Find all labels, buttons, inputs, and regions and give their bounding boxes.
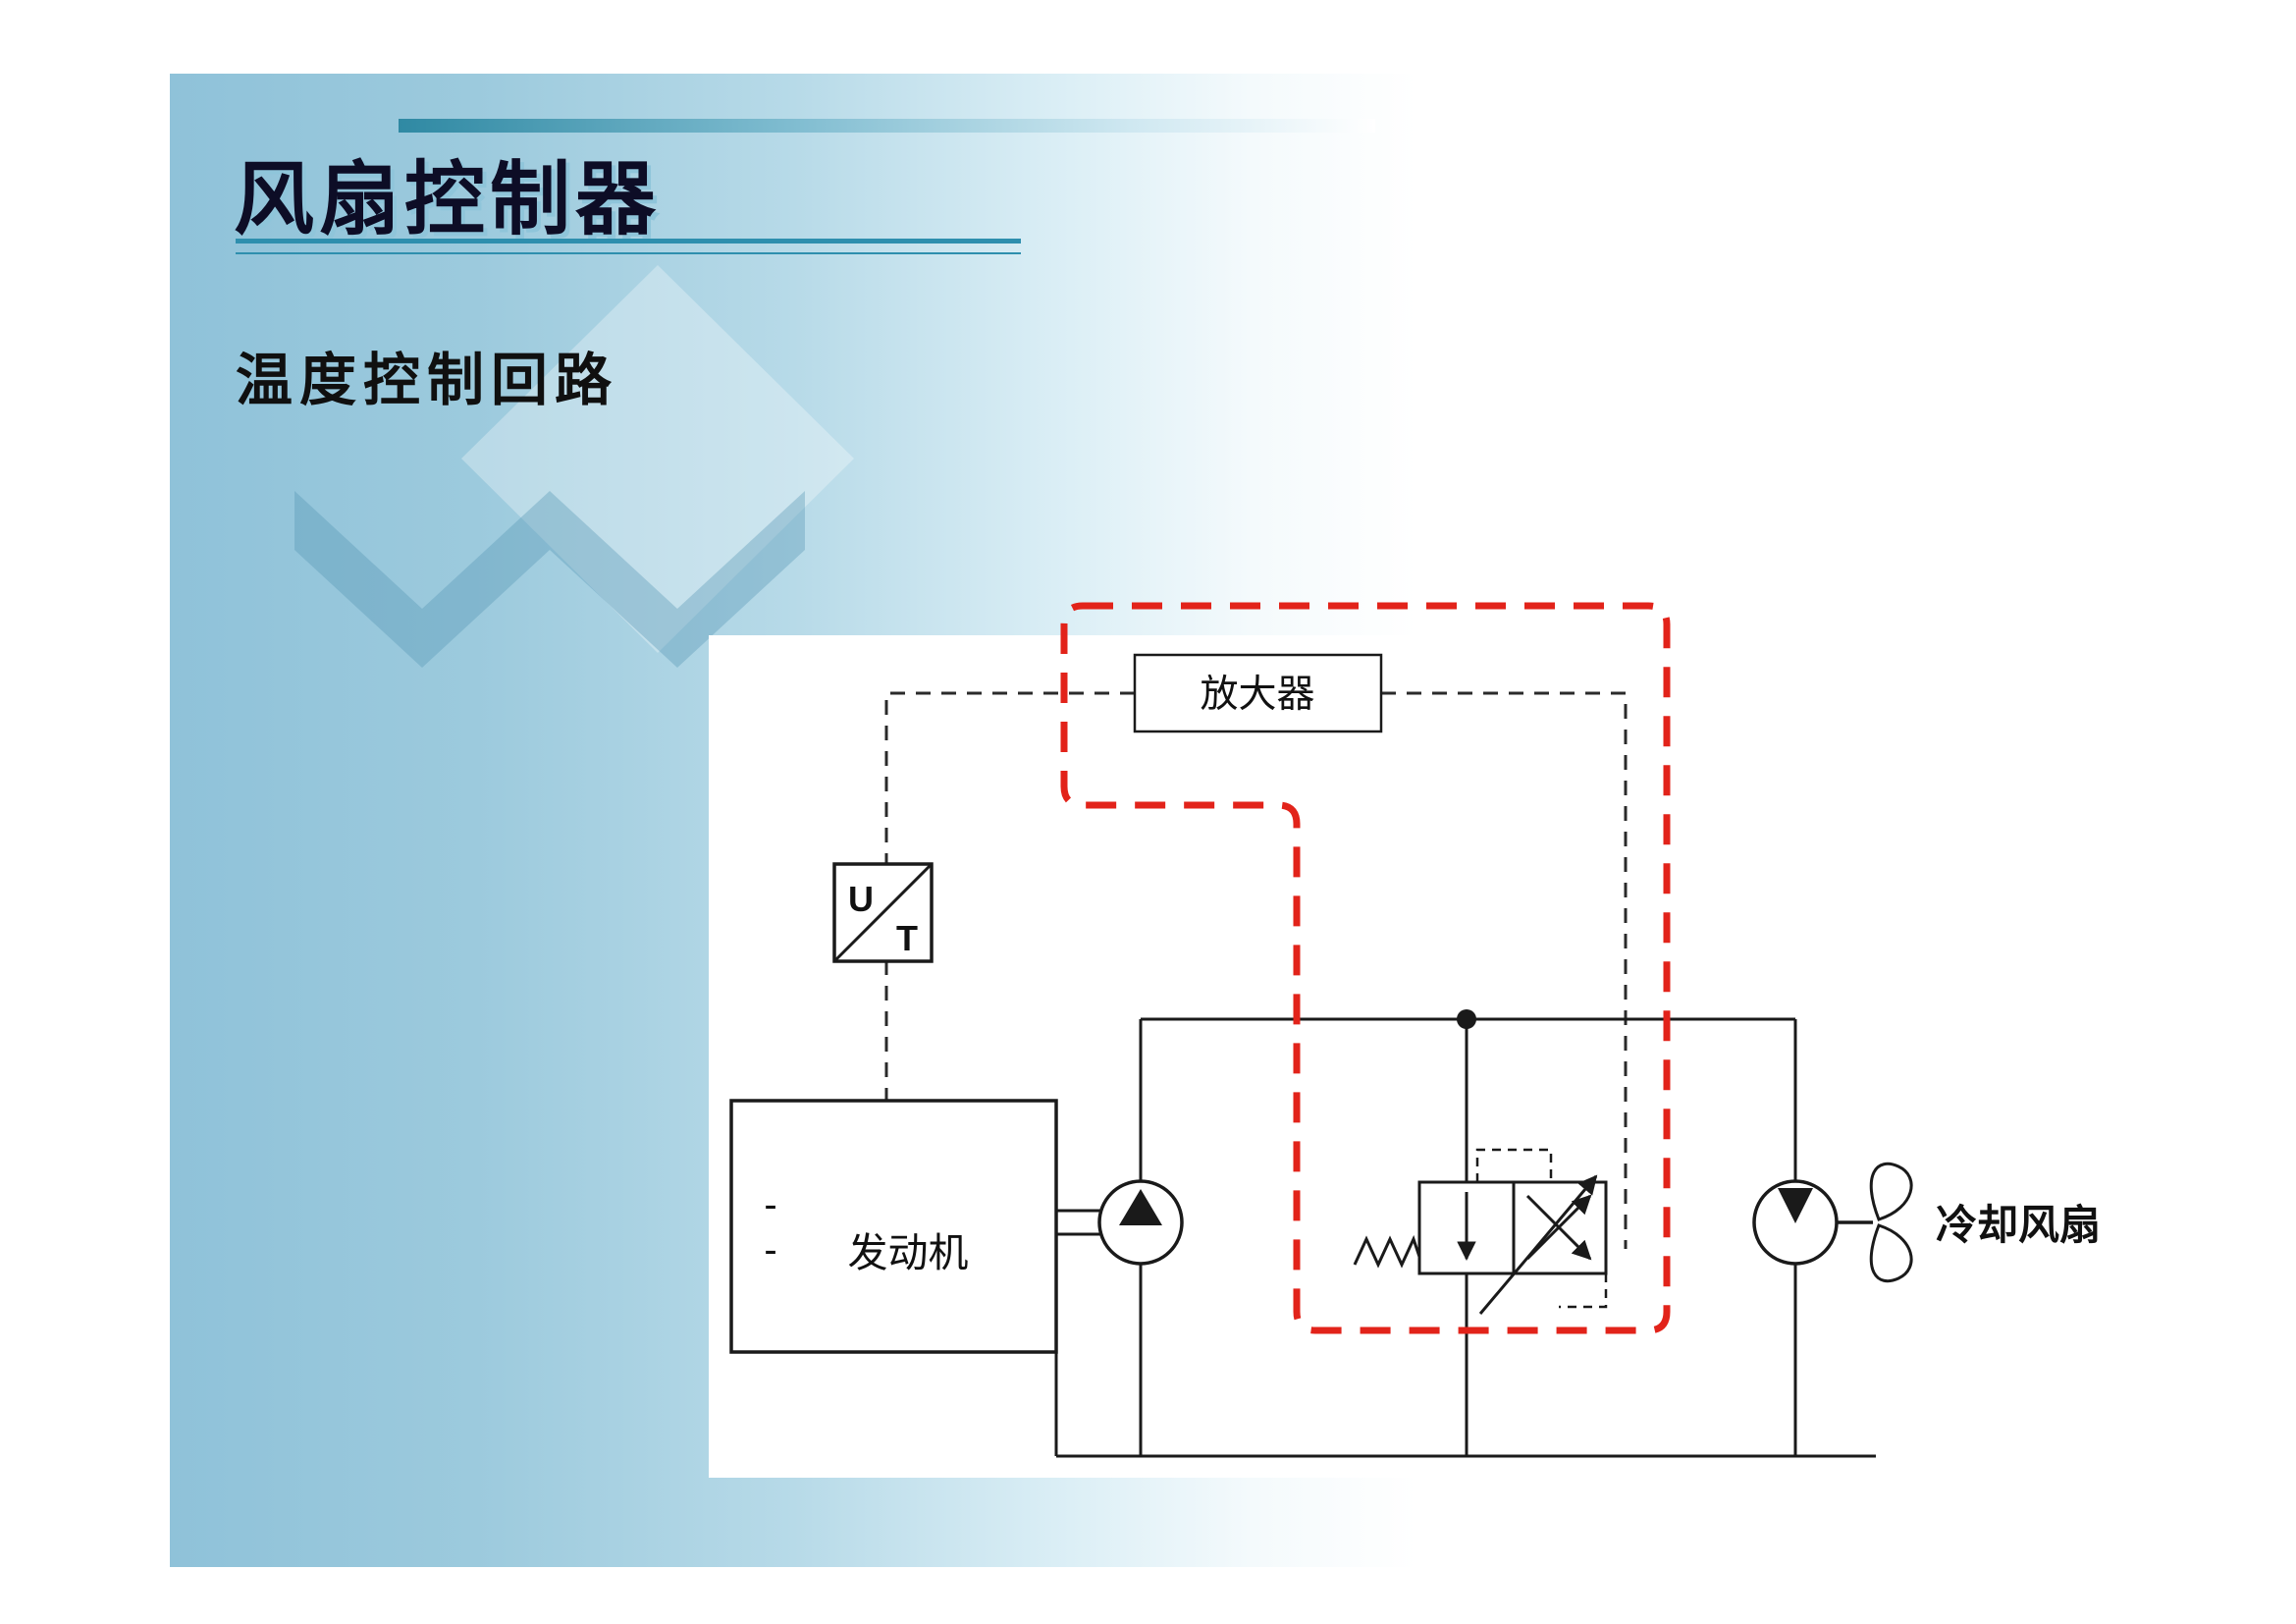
wire-amplifier-to-sensor — [884, 691, 1135, 864]
junction-dot — [1457, 1009, 1476, 1029]
chevron-watermark-icon — [294, 491, 805, 668]
watermark — [294, 265, 854, 668]
drive-shaft — [1056, 1209, 1100, 1236]
engine-dash-1: - — [764, 1183, 776, 1226]
valve-adjust-arrow-icon — [1478, 1174, 1598, 1315]
sensor-label-u: U — [848, 879, 874, 919]
fan-propeller-icon — [1837, 1162, 1913, 1283]
fan-motor-arrow-icon — [1778, 1188, 1813, 1223]
sensor-diagonal — [832, 862, 934, 963]
amplifier-label: 放大器 — [1200, 674, 1314, 716]
valve-body — [1353, 1148, 1608, 1315]
valve-spring-icon — [1353, 1234, 1421, 1269]
title-underline-thin — [236, 252, 1021, 254]
sensor-box: U T — [832, 862, 934, 963]
pump-flow-arrow-icon — [1119, 1189, 1162, 1225]
pump-symbol — [1097, 1179, 1184, 1266]
amplifier-box: 放大器 — [1133, 653, 1383, 733]
title-underline — [236, 239, 1021, 244]
fan-motor — [1752, 1179, 1839, 1266]
page-title: 风扇控制器 — [234, 155, 662, 244]
valve-cross-arrow-2-icon — [1525, 1194, 1592, 1261]
sensor-label-t: T — [896, 918, 918, 958]
engine-box: - - 发动机 — [729, 1099, 1058, 1354]
diamond-watermark-icon — [461, 265, 854, 653]
wire-amplifier-to-valve — [1381, 691, 1628, 1249]
cooling-fan-label: 冷却风扇 — [1936, 1202, 2101, 1248]
engine-label: 发动机 — [848, 1230, 969, 1275]
valve-drain-dashed-line — [1559, 1273, 1608, 1309]
valve-pilot-dashed-box — [1475, 1148, 1553, 1182]
red-highlight-outline — [1060, 602, 1671, 1334]
engine-dash-2: - — [764, 1228, 776, 1272]
top-accent-bar — [399, 119, 1375, 133]
slide-subtitle: 温度控制回路 — [236, 349, 619, 412]
signal-wires — [884, 691, 1628, 1249]
